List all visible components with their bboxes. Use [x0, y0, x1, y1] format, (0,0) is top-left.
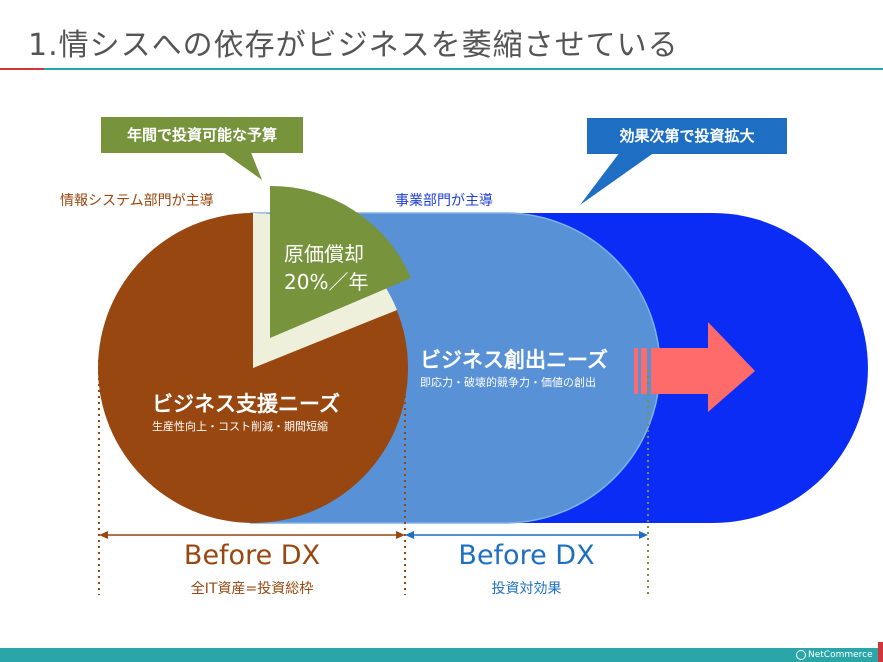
before-dx-left-title: Before DX — [183, 540, 321, 571]
depreciation-wedge — [270, 185, 411, 338]
expansion-callout-box — [587, 118, 787, 154]
budget-callout-tail — [220, 150, 262, 180]
before-dx-left-sub: 全IT資産=投資総枠 — [190, 581, 314, 597]
before-dx-right-sub: 投資対効果 — [491, 581, 562, 597]
business-led-label: 事業部門が主導 — [395, 193, 493, 209]
before-dx-right-title: Before DX — [458, 540, 595, 571]
expansion-callout-text: 効果次第で投資拡大 — [619, 127, 755, 145]
netcommerce-logo-icon — [796, 649, 806, 660]
measure-right-head2 — [639, 531, 648, 539]
title-rule — [44, 68, 883, 70]
footer-logo: NetCommerce — [796, 648, 873, 662]
depreciation-rate: 20%／年 — [284, 270, 369, 294]
support-needs-sub: 生産性向上・コスト削減・期間短縮 — [152, 420, 328, 433]
footer-bar — [0, 648, 883, 662]
depreciation-label: 原価償却 — [284, 242, 364, 266]
measure-left-head2 — [396, 531, 405, 539]
expansion-callout-tail — [580, 152, 655, 205]
support-needs-title: ビジネス支援ニーズ — [152, 392, 340, 416]
footer-logo-text: NetCommerce — [808, 650, 873, 660]
page-title: 1.情シスへの依存がビジネスを萎縮させている — [28, 28, 679, 63]
footer-accent — [878, 642, 883, 662]
growth-arrow-stripe1 — [634, 348, 638, 394]
measure-left-head1 — [99, 531, 108, 539]
budget-callout-box — [101, 117, 303, 153]
budget-callout-text: 年間で投資可能な予算 — [126, 126, 277, 144]
it-led-label: 情報システム部門が主導 — [60, 193, 214, 209]
creation-needs-sub: 即応力・破壊的競争力・価値の創出 — [420, 376, 596, 389]
growth-arrow-stripe2 — [641, 348, 647, 394]
title-rule-accent — [0, 68, 44, 70]
growth-arrow — [651, 322, 755, 412]
measure-right-head1 — [405, 531, 414, 539]
creation-needs-title: ビジネス創出ニーズ — [420, 348, 608, 372]
